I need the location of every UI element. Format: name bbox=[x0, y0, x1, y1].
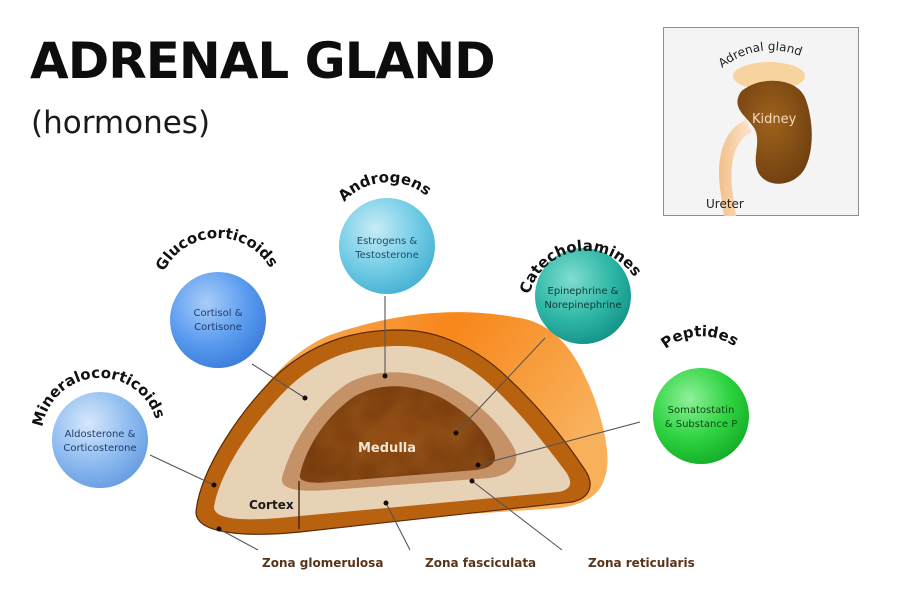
leader-glucocorticoids bbox=[251, 363, 306, 399]
ureter-shape bbox=[719, 120, 752, 216]
bubble-line1: Somatostatin bbox=[668, 405, 735, 416]
kidney-inset-illustration: Adrenal gland Kidney Ureter bbox=[706, 39, 812, 216]
bubble-mineralocorticoids: Mineralocorticoids Aldosterone & Cortico… bbox=[29, 364, 169, 488]
inset-kidney-label: Kidney bbox=[752, 112, 797, 127]
bubble-androgens: Androgens Estrogens & Testosterone bbox=[334, 168, 435, 294]
zona-reticularis-label: Zona reticularis bbox=[588, 556, 695, 570]
bubble-circle bbox=[170, 272, 266, 368]
leader-zona-fasciculata bbox=[385, 502, 411, 551]
cortex-label: Cortex bbox=[249, 498, 294, 512]
dot-zona-glomerulosa bbox=[216, 526, 222, 532]
bubble-circle bbox=[653, 368, 749, 464]
bubble-heading: Peptides bbox=[657, 322, 741, 352]
bubble-line2: Cortisone bbox=[194, 322, 242, 333]
dot-zona-fasciculata bbox=[383, 500, 389, 506]
medulla-label: Medulla bbox=[358, 441, 416, 456]
bubble-line2: Corticosterone bbox=[63, 443, 136, 454]
bubble-peptides: Peptides Somatostatin & Substance P bbox=[653, 322, 749, 464]
leader-dots bbox=[211, 373, 481, 532]
inset-ureter-label: Ureter bbox=[706, 197, 744, 211]
bubble-circle bbox=[339, 198, 435, 294]
page-subtitle: (hormones) bbox=[31, 105, 211, 141]
dot-mineralocorticoids bbox=[211, 482, 217, 488]
zona-glomerulosa-label: Zona glomerulosa bbox=[262, 556, 383, 570]
bubble-glucocorticoids: Glucocorticoids Cortisol & Cortisone bbox=[152, 224, 282, 368]
leader-zona-reticularis bbox=[471, 480, 563, 551]
bubble-line2: Testosterone bbox=[354, 250, 419, 261]
kidney-inset: Adrenal gland Kidney Ureter bbox=[663, 27, 859, 216]
zona-fasciculata-label: Zona fasciculata bbox=[425, 556, 536, 570]
bubble-line1: Cortisol & bbox=[194, 308, 243, 319]
dot-androgens bbox=[382, 373, 388, 379]
dot-glucocorticoids bbox=[302, 395, 308, 401]
medulla-texture bbox=[299, 386, 496, 483]
dot-peptides bbox=[475, 462, 481, 468]
bubble-line2: Norepinephrine bbox=[544, 300, 621, 311]
bubble-circle bbox=[535, 248, 631, 344]
bubble-line2: & Substance P bbox=[665, 419, 737, 430]
leader-mineralocorticoids bbox=[149, 454, 215, 486]
bubble-line1: Estrogens & bbox=[357, 236, 418, 247]
leader-peptides bbox=[477, 421, 641, 466]
dot-zona-reticularis bbox=[469, 478, 475, 484]
bubble-heading: Glucocorticoids bbox=[152, 224, 282, 274]
leader-zona-glomerulosa bbox=[218, 528, 259, 551]
dot-catecholamines bbox=[453, 430, 459, 436]
kidney-shape bbox=[737, 80, 812, 184]
leader-catecholamines bbox=[455, 337, 546, 434]
bubble-line1: Epinephrine & bbox=[548, 286, 619, 297]
bubble-circle bbox=[52, 392, 148, 488]
bubble-line1: Aldosterone & bbox=[65, 429, 136, 440]
page-title: ADRENAL GLAND bbox=[30, 32, 496, 90]
leader-lines bbox=[149, 296, 641, 551]
